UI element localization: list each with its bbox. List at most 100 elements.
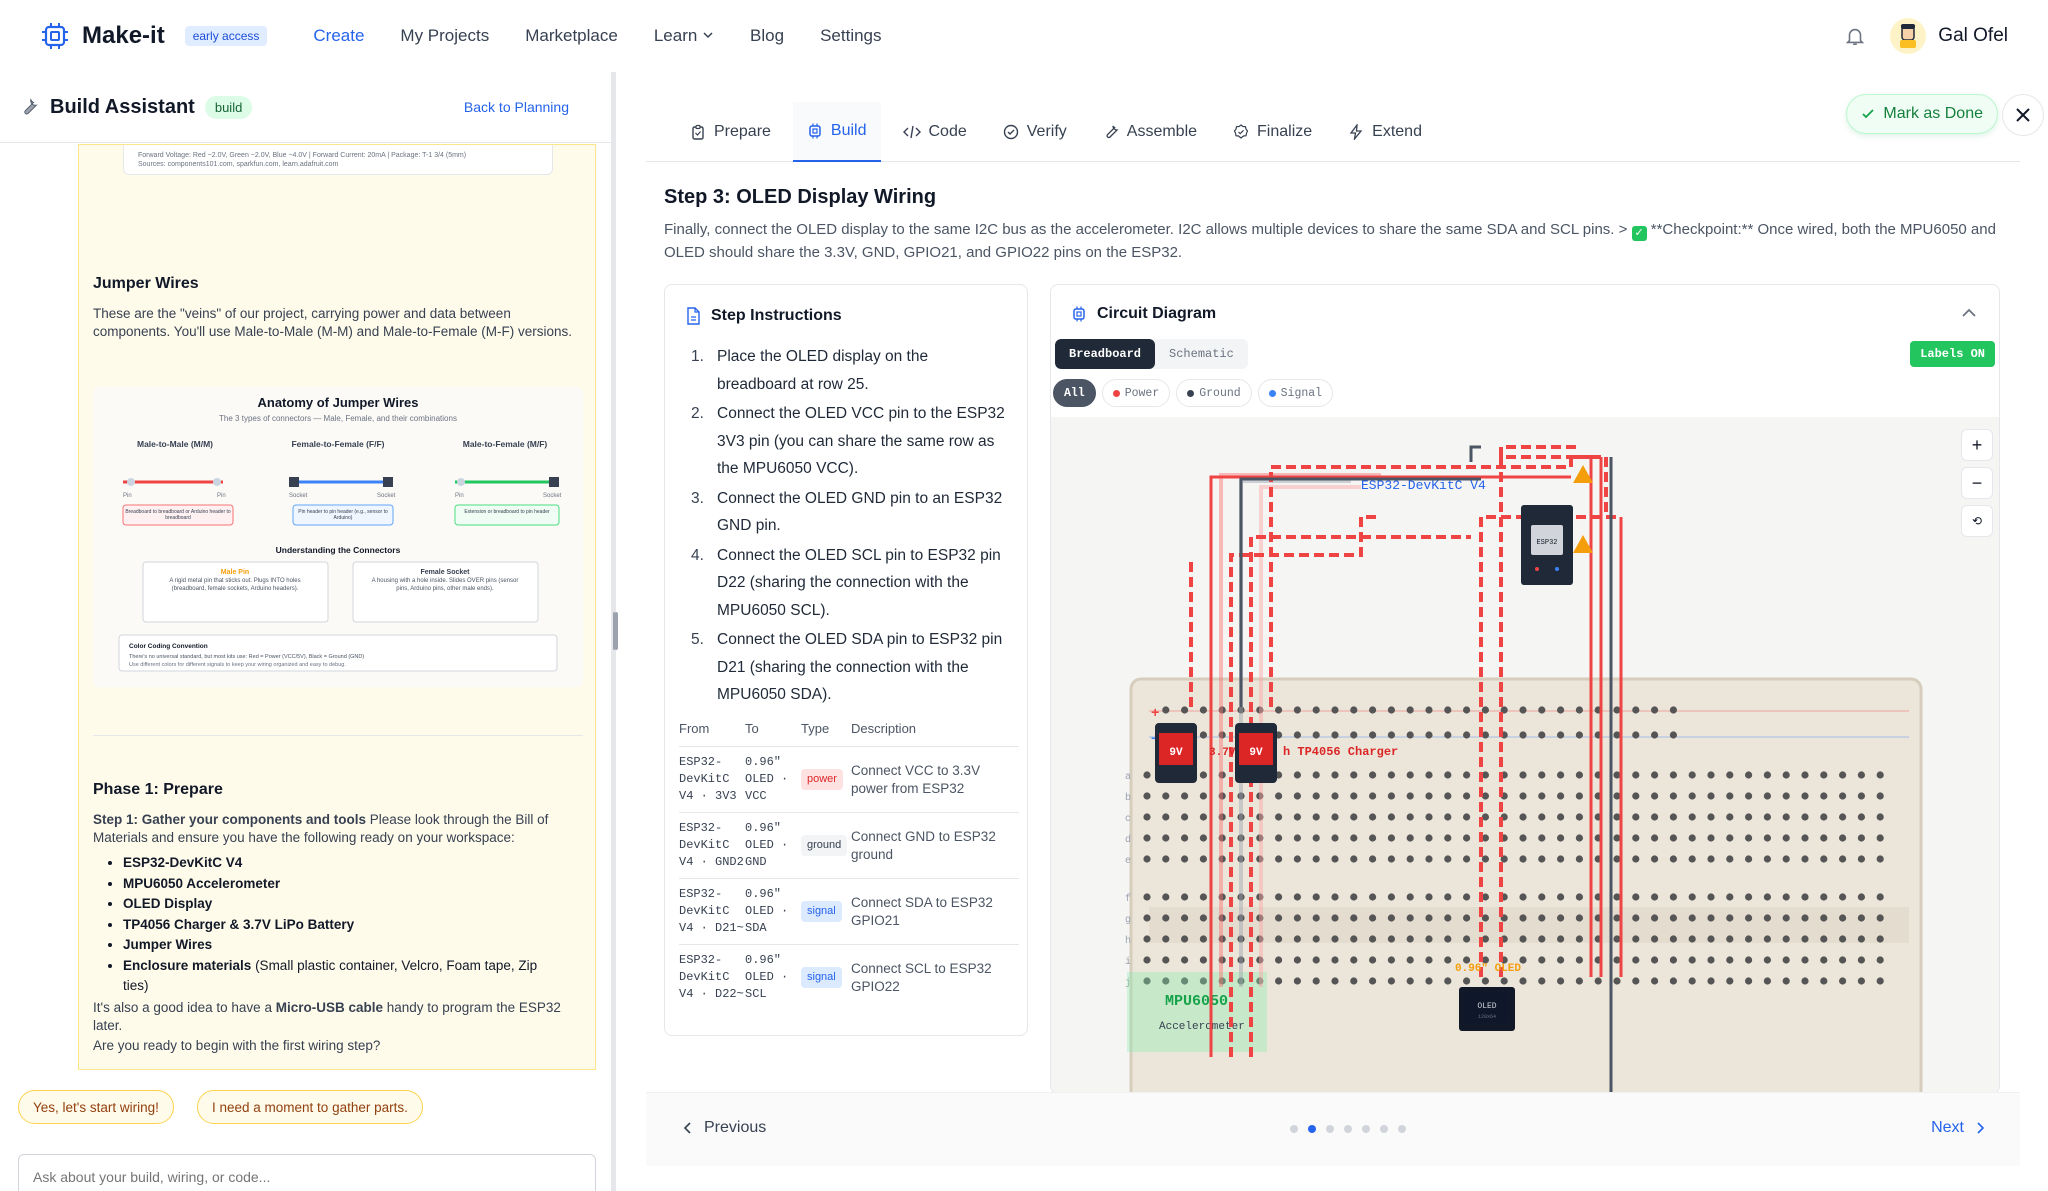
labels-toggle[interactable]: Labels ON [1910,341,1995,367]
breadboard-hole [1876,855,1884,863]
breadboard-hole [1651,771,1659,779]
breadboard-hole [1820,914,1828,922]
table-row: ESP32-DevKitC V4 · D21~ 0.96" OLED · SDA… [679,878,1019,945]
breadboard-hole [1575,834,1583,842]
filter-power[interactable]: Power [1101,379,1171,407]
tab-extend[interactable]: Extend [1334,102,1436,162]
breadboard-hole [1444,956,1452,964]
breadboard-holes [1143,706,1884,985]
breadboard-hole [1669,834,1677,842]
zoom-out-button[interactable]: − [1961,467,1993,499]
breadboard-hole [1876,956,1884,964]
chevron-up-icon[interactable] [1959,303,1979,323]
breadboard-hole [1293,855,1301,863]
user-menu[interactable]: Gal Ofel [1890,18,2008,54]
breadboard-hole [1199,706,1207,714]
breadboard-hole [1557,771,1565,779]
breadboard-hole [1613,855,1621,863]
breadboard-hole [1237,893,1245,901]
tab-prepare[interactable]: Prepare [676,102,785,162]
cell-description: Connect SCL to ESP32 GPIO22 [851,944,1019,1010]
scrollbar[interactable] [614,612,618,650]
ground-wires [1239,445,1613,1093]
breadboard-hole [1425,731,1433,739]
cell-from: ESP32-DevKitC V4 · D22~ [679,944,745,1010]
breadboard-hole [1444,813,1452,821]
tab-build[interactable]: Build [792,102,881,162]
breadboard-hole [1651,855,1659,863]
filter-label: Power [1124,386,1160,400]
page-dot[interactable] [1362,1125,1370,1133]
breadboard-hole [1406,935,1414,943]
tab-verify[interactable]: Verify [989,102,1081,162]
next-button[interactable]: Next [1931,1119,1986,1137]
suggestion-start-wiring[interactable]: Yes, let's start wiring! [18,1090,174,1124]
breadboard-hole [1369,893,1377,901]
instructions-title: Step Instructions [711,307,842,324]
oled-screen [1465,993,1509,1023]
reset-view-button[interactable]: ⟲ [1961,505,1993,537]
breadboard-hole [1763,771,1771,779]
bell-icon[interactable] [1844,25,1866,47]
breadboard-hole [1726,935,1734,943]
breadboard-hole [1707,771,1715,779]
breadboard-hole [1406,731,1414,739]
breadboard-hole [1632,834,1640,842]
close-button[interactable] [2002,94,2044,136]
back-to-planning-link[interactable]: Back to Planning [463,99,569,115]
breadboard-hole [1557,731,1565,739]
nav-marketplace[interactable]: Marketplace [525,26,618,45]
previous-label: Previous [704,1119,767,1136]
step-navigation: Previous Next [646,1092,2020,1166]
nav-blog[interactable]: Blog [750,26,785,45]
breadboard-hole [1293,731,1301,739]
chat-input-box[interactable] [18,1154,596,1191]
step-description: Finally, connect the OLED display to the… [664,218,2004,264]
nav-settings[interactable]: Settings [820,26,882,45]
page-dot[interactable] [1380,1125,1388,1133]
breadboard-hole [1444,914,1452,922]
suggestion-gather-parts[interactable]: I need a moment to gather parts. [197,1090,423,1124]
end-label: Socket [543,493,562,499]
logo[interactable]: Make-it early access [40,21,268,51]
row-letter: e [1125,856,1131,867]
breadboard-hole [1651,731,1659,739]
breadboard-hole [1444,834,1452,842]
mark-as-done-button[interactable]: Mark as Done [1846,94,1998,134]
breadboard-hole [1256,813,1264,821]
page-dot[interactable] [1326,1125,1334,1133]
chat-input[interactable] [33,1169,573,1185]
tab-assemble[interactable]: Assemble [1089,102,1211,162]
nav-learn[interactable]: Learn [654,26,714,46]
page-dot[interactable] [1290,1125,1298,1133]
tab-finalize[interactable]: Finalize [1219,102,1326,162]
jumper-wires-figure: Anatomy of Jumper Wires The 3 types of c… [93,387,583,687]
breadboard-hole [1387,771,1395,779]
page-dot[interactable] [1398,1125,1406,1133]
breadboard-hole [1726,834,1734,842]
view-schematic[interactable]: Schematic [1169,347,1234,361]
breadboard-hole [1839,914,1847,922]
breadboard-hole [1425,914,1433,922]
resizer-handle[interactable] [613,612,616,650]
nav-create[interactable]: Create [313,26,365,45]
tab-code[interactable]: Code [889,102,981,162]
page-dot[interactable] [1308,1125,1316,1133]
breadboard-hole [1425,935,1433,943]
previous-button[interactable]: Previous [682,1119,766,1137]
filter-signal[interactable]: Signal [1257,379,1334,407]
breadboard-hole [1707,956,1715,964]
breadboard-hole [1632,914,1640,922]
nav-my-projects[interactable]: My Projects [400,26,490,45]
page-dot[interactable] [1344,1125,1352,1133]
breadboard-hole [1538,855,1546,863]
filter-all[interactable]: All [1053,379,1096,407]
filter-ground[interactable]: Ground [1176,379,1252,407]
power-wires-solid [1209,457,1623,1057]
cell-to: 0.96" OLED · SCL [745,944,801,1010]
view-breadboard[interactable]: Breadboard [1055,339,1156,369]
breadboard-hole [1387,914,1395,922]
zoom-in-button[interactable]: + [1961,429,1993,461]
